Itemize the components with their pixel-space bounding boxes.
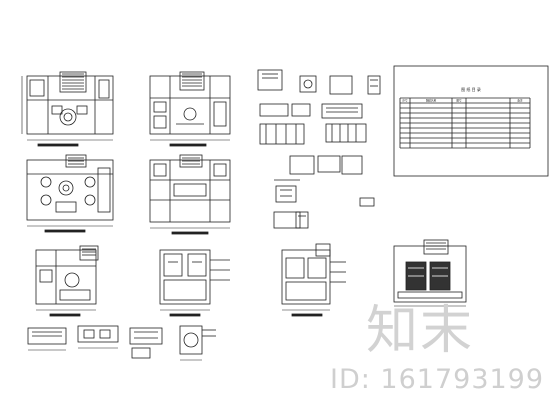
index-header-name: 图纸名称 — [426, 99, 437, 103]
floor-plan-7 — [281, 243, 346, 317]
floor-plan-5 — [35, 245, 99, 317]
index-table-title: 图 纸 目 录 — [461, 86, 481, 92]
index-header-note: 备注 — [517, 99, 523, 103]
floor-plan-3 — [26, 154, 114, 233]
index-header-code: 图号 — [456, 99, 462, 103]
watermark-logo: 知末 — [366, 301, 475, 361]
drawing-index-table — [393, 65, 549, 177]
index-header-no: 序号 — [402, 99, 408, 103]
detail-drawings-bottom — [27, 325, 216, 361]
floor-plan-1 — [21, 71, 114, 147]
floor-plan-4 — [149, 154, 231, 235]
watermark-id: ID: 161793199 — [330, 364, 545, 395]
floor-plan-8 — [393, 239, 467, 307]
detail-drawings-middle — [257, 69, 381, 229]
floor-plan-6 — [159, 249, 230, 317]
floor-plan-2 — [149, 71, 231, 147]
